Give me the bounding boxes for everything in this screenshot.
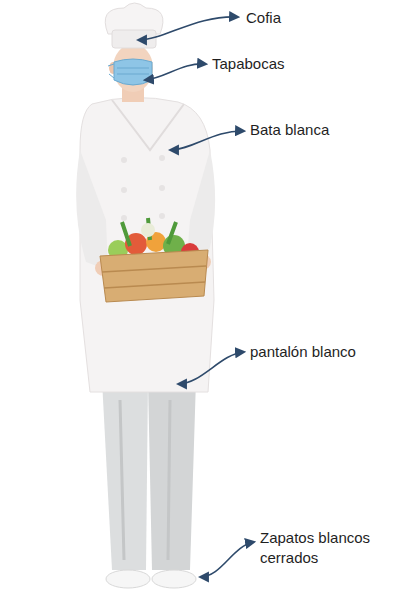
part-label: Cofia bbox=[246, 8, 281, 28]
part-label: Tapabocas bbox=[212, 54, 285, 74]
part-label: Zapatos blancos cerrados bbox=[260, 528, 390, 567]
leader-lines bbox=[138, 17, 254, 577]
part-label: Bata blanca bbox=[250, 120, 329, 140]
leader-line bbox=[200, 542, 254, 577]
head bbox=[109, 44, 153, 102]
pants bbox=[102, 380, 196, 570]
shoes bbox=[106, 570, 196, 588]
vegetable-crate bbox=[95, 218, 211, 302]
face-mask bbox=[108, 59, 152, 85]
leader-line bbox=[170, 131, 244, 150]
part-label: pantalón blanco bbox=[250, 342, 356, 362]
leader-line bbox=[138, 17, 238, 40]
leader-line bbox=[178, 352, 244, 384]
chef-hat bbox=[105, 3, 163, 48]
chef-coat bbox=[76, 97, 215, 392]
leader-line bbox=[145, 64, 206, 80]
